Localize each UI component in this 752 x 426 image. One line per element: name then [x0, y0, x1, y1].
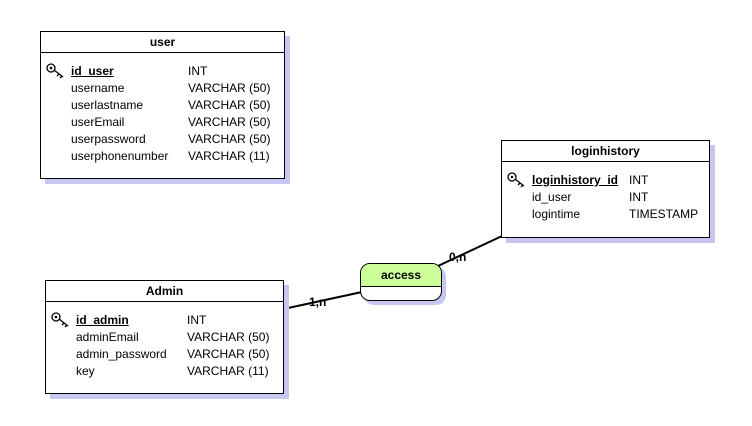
- field-type: VARCHAR (11): [188, 149, 270, 163]
- key-icon: [51, 312, 69, 328]
- field-name: key: [76, 364, 95, 378]
- field-name: logintime: [532, 207, 581, 221]
- field-name: userEmail: [71, 115, 125, 129]
- field-type: VARCHAR (11): [187, 364, 269, 378]
- pk-type: INT: [187, 313, 207, 327]
- field-row: userlastname VARCHAR (50): [41, 97, 284, 114]
- pk-name: loginhistory_id: [532, 173, 619, 187]
- pk-name: id_user: [71, 64, 114, 78]
- field-name: userlastname: [71, 98, 144, 112]
- key-icon: [507, 172, 525, 188]
- field-type: VARCHAR (50): [188, 81, 271, 95]
- field-name: id_user: [532, 190, 572, 204]
- field-row: userEmail VARCHAR (50): [41, 114, 284, 131]
- association-box: access: [360, 263, 442, 301]
- pk-name: id_admin: [76, 313, 129, 327]
- field-row: username VARCHAR (50): [41, 80, 284, 97]
- field-row: logintime TIMESTAMP: [502, 206, 709, 223]
- association-access[interactable]: access: [360, 263, 442, 301]
- field-name: userphonenumber: [71, 149, 169, 163]
- link-admin-access: [287, 291, 363, 309]
- field-type: INT: [629, 190, 649, 204]
- cardinality-loginhistory: 0,n: [449, 250, 467, 264]
- field-name: username: [71, 81, 125, 95]
- field-row-pk: id_user INT: [41, 63, 284, 80]
- field-row: adminEmail VARCHAR (50): [46, 329, 283, 346]
- field-name: adminEmail: [76, 330, 139, 344]
- cardinality-admin: 1,n: [309, 295, 327, 309]
- key-icon: [46, 63, 64, 79]
- field-type: TIMESTAMP: [629, 207, 699, 221]
- field-type: VARCHAR (50): [188, 132, 271, 146]
- field-row-pk: id_admin INT: [46, 312, 283, 329]
- field-name: userpassword: [71, 132, 146, 146]
- field-type: VARCHAR (50): [187, 347, 270, 361]
- pk-type: INT: [188, 64, 208, 78]
- entity-admin-title: Admin: [46, 281, 283, 302]
- field-row: id_user INT: [502, 189, 709, 206]
- field-row-pk: loginhistory_id INT: [502, 172, 709, 189]
- association-name: access: [361, 264, 441, 287]
- field-name: admin_password: [76, 347, 167, 361]
- field-row: userphonenumber VARCHAR (11): [41, 148, 284, 165]
- field-type: VARCHAR (50): [188, 115, 271, 129]
- link-access-loginhistory: [437, 235, 503, 267]
- entity-loginhistory-title: loginhistory: [502, 141, 709, 162]
- field-row: admin_password VARCHAR (50): [46, 346, 283, 363]
- pk-type: INT: [629, 173, 649, 187]
- field-row: userpassword VARCHAR (50): [41, 131, 284, 148]
- field-type: VARCHAR (50): [188, 98, 271, 112]
- entity-user-title: user: [41, 32, 284, 53]
- field-type: VARCHAR (50): [187, 330, 270, 344]
- entity-loginhistory[interactable]: loginhistory loginhistory_id INT id_user…: [501, 140, 710, 238]
- field-row: key VARCHAR (11): [46, 363, 283, 380]
